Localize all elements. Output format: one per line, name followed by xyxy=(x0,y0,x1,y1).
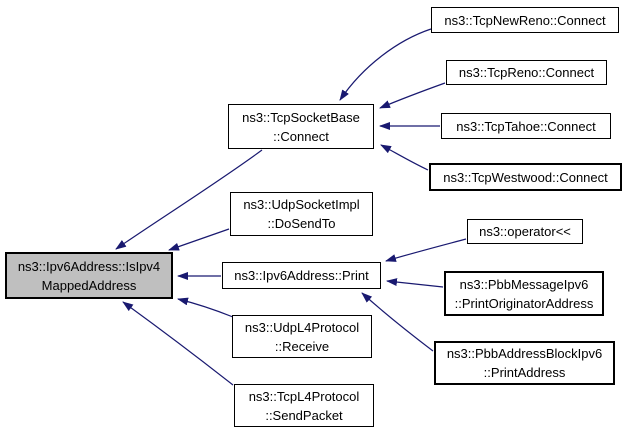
node-tcpsocketbase-connect[interactable]: ns3::TcpSocketBase ::Connect xyxy=(228,104,374,149)
edge-tcpnewreno-connect-to-tcpsocketbase-connect xyxy=(339,28,432,101)
node-label-line: ns3::Ipv6Address::Print xyxy=(234,268,369,283)
node-tcpnewreno-connect[interactable]: ns3::TcpNewReno::Connect xyxy=(431,7,619,33)
node-label-line: ns3::TcpTahoe::Connect xyxy=(456,118,596,134)
node-pbbmessageipv6-printoriginatoraddress[interactable]: ns3::PbbMessageIpv6 ::PrintOriginatorAdd… xyxy=(444,271,604,316)
node-tcpreno-connect[interactable]: ns3::TcpReno::Connect xyxy=(446,60,607,85)
edge-tcpl4protocol-sendpacket-to-isipv4mappedaddress xyxy=(122,301,234,386)
node-ipv6address-print[interactable]: ns3::Ipv6Address::Print xyxy=(222,262,381,289)
node-label-line: ns3::TcpSocketBase xyxy=(242,109,360,125)
node-tcpwestwood-connect[interactable]: ns3::TcpWestwood::Connect xyxy=(429,163,622,191)
node-label-line: ns3::UdpL4Protocol xyxy=(244,319,360,335)
node-tcptahoe-connect[interactable]: ns3::TcpTahoe::Connect xyxy=(441,113,611,139)
node-udpl4protocol-receive[interactable]: ns3::UdpL4Protocol ::Receive xyxy=(232,315,372,358)
node-operator-stream-insertion[interactable]: ns3::operator<< xyxy=(467,219,583,244)
edge-udpl4protocol-receive-to-isipv4mappedaddress xyxy=(177,297,234,318)
edge-operator-stream-insertion-to-ipv6address-print xyxy=(385,238,467,262)
node-ipv6address-isipv4mappedaddress: ns3::Ipv6Address::IsIpv4 MappedAddress xyxy=(5,252,173,299)
node-label-line: ::Connect xyxy=(273,128,329,144)
node-label-line: ::PrintOriginatorAddress xyxy=(454,295,594,311)
edge-pbbaddressblockipv6-printaddress-to-ipv6address-print xyxy=(361,292,434,352)
node-label-line: ::DoSendTo xyxy=(267,216,336,231)
node-label-line: ::Receive xyxy=(274,338,330,354)
node-tcpl4protocol-sendpacket[interactable]: ns3::TcpL4Protocol ::SendPacket xyxy=(234,384,374,427)
node-pbbaddressblockipv6-printaddress[interactable]: ns3::PbbAddressBlockIpv6 ::PrintAddress xyxy=(434,341,615,385)
node-label-line: ns3::TcpReno::Connect xyxy=(458,65,595,80)
node-label-line: ns3::TcpL4Protocol xyxy=(248,388,360,404)
node-label-line: ns3::PbbMessageIpv6 xyxy=(459,276,589,292)
edge-tcpreno-connect-to-tcpsocketbase-connect xyxy=(379,82,446,109)
edge-tcpwestwood-connect-to-tcpsocketbase-connect xyxy=(380,144,429,171)
edge-udpsocketimpl-dosendto-to-isipv4mappedaddress xyxy=(168,228,230,251)
node-label-line: ns3::Ipv6Address::IsIpv4 xyxy=(17,258,161,274)
node-udpsocketimpl-dosendto[interactable]: ns3::UdpSocketImpl ::DoSendTo xyxy=(230,192,373,236)
node-label-line: ns3::TcpWestwood::Connect xyxy=(443,169,608,185)
node-label-line: ns3::PbbAddressBlockIpv6 xyxy=(446,346,603,361)
node-label-line: ::PrintAddress xyxy=(483,365,566,380)
node-label-line: ::SendPacket xyxy=(265,407,343,423)
node-label-line: MappedAddress xyxy=(41,277,137,293)
node-label-line: ns3::UdpSocketImpl xyxy=(243,197,360,212)
edge-pbbmessageipv6-printoriginatoraddress-to-ipv6address-print xyxy=(386,278,444,288)
node-label-line: ns3::TcpNewReno::Connect xyxy=(444,12,606,28)
node-label-line: ns3::operator<< xyxy=(479,224,571,239)
